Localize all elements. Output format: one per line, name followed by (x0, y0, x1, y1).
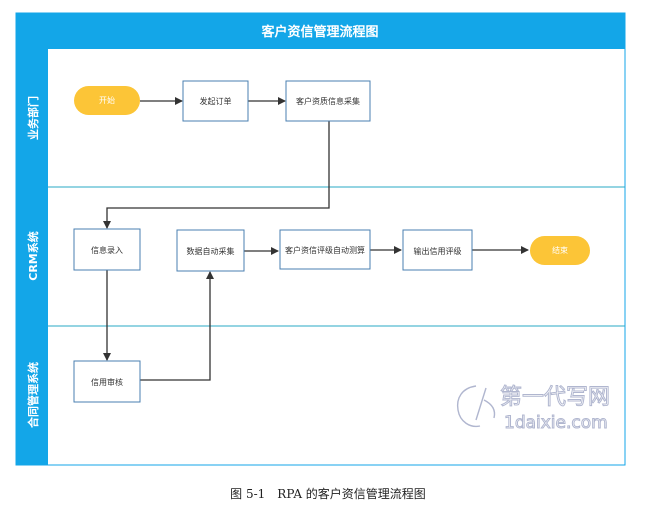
lane-label-business: 业务部门 (26, 96, 40, 140)
order-box (182, 80, 249, 122)
audit-box (73, 360, 141, 403)
start-node (74, 86, 140, 115)
entry-box (73, 228, 141, 271)
diagram-title: 客户资信管理流程图 (261, 24, 378, 40)
arrow-collect-to-entry (103, 121, 330, 229)
watermark: 第一代写网 1daixie.com (456, 385, 611, 434)
watermark-logo-icon (456, 385, 496, 428)
figure-caption: 图 5-1 RPA 的客户资信管理流程图 (230, 487, 426, 501)
autocollect-box (176, 229, 245, 272)
watermark-brand: 第一代写网 (500, 385, 610, 410)
autoeval-box-label: 客户资信评级自动测算 (285, 245, 365, 255)
lane-label-column (16, 49, 48, 465)
title-bar (16, 13, 625, 49)
output-box (402, 229, 473, 271)
lane-label-contract: 合同管理系统 (26, 362, 40, 428)
collect-box (285, 80, 371, 122)
lane-label-crm: CRM系统 (26, 231, 40, 281)
autoeval-box (279, 229, 371, 270)
end-node (530, 236, 590, 265)
arrow-audit-to-autocollect (140, 271, 214, 381)
end-node-label: 结束 (552, 245, 568, 255)
order-box-label: 发起订单 (200, 96, 232, 106)
watermark-domain: 1daixie.com (504, 413, 608, 433)
entry-box-label: 信息录入 (91, 245, 123, 255)
audit-box-label: 信用审核 (91, 377, 123, 387)
output-box-label: 输出信用评级 (414, 246, 462, 256)
collect-box-label: 客户资质信息采集 (296, 96, 360, 106)
autocollect-box-label: 数据自动采集 (187, 246, 235, 256)
start-node-label: 开始 (99, 95, 115, 105)
